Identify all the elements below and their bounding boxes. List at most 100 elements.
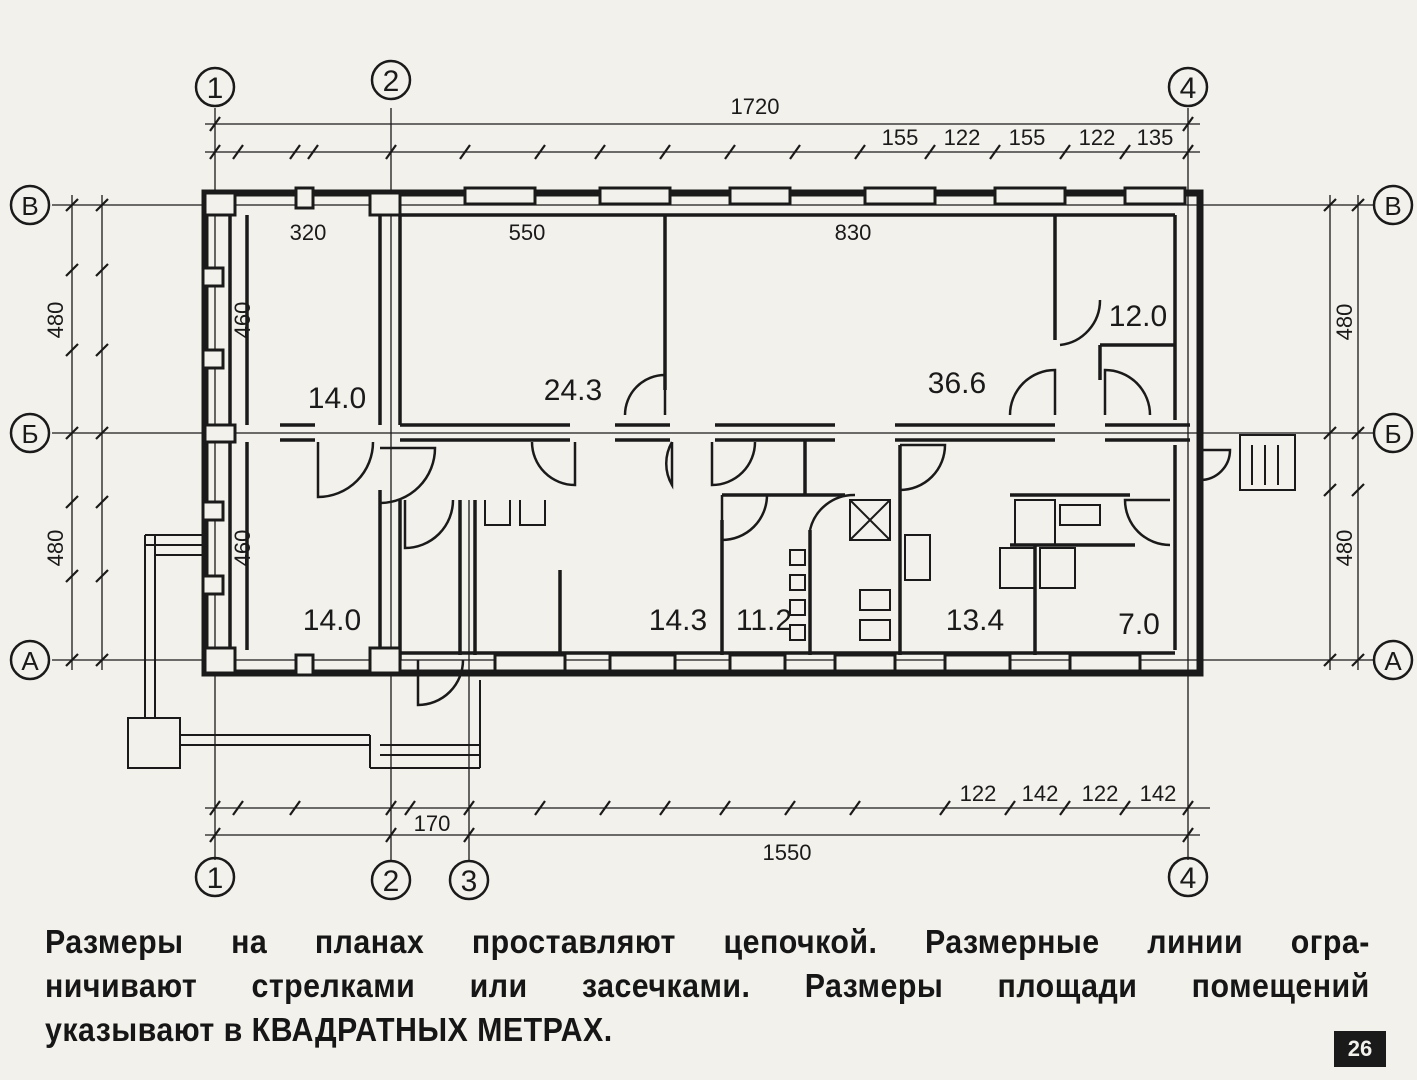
dimension-tick <box>209 800 221 816</box>
dimension-tick <box>65 653 79 667</box>
room-area-labels: 14.0 24.3 36.6 12.0 14.0 14.3 11.2 13.4 … <box>303 300 1167 641</box>
dim-right-480-bottom: 480 <box>1332 530 1357 567</box>
dim-bottom-chain-4: 142 <box>1140 781 1177 806</box>
dim-left-480-top: 480 <box>43 302 68 339</box>
dimension-tick <box>209 116 221 132</box>
axis-marker-left-A: А <box>9 639 51 681</box>
dimension-tick <box>1182 800 1194 816</box>
room-area-4: 12.0 <box>1109 300 1167 333</box>
dimension-tick <box>65 198 79 212</box>
dim-bottom-chain-2: 142 <box>1022 781 1059 806</box>
axis-marker-right-B: Б <box>1372 412 1414 454</box>
dimension-tick <box>1351 198 1365 212</box>
room-area-8: 13.4 <box>946 604 1004 637</box>
dimension-tick <box>599 800 611 816</box>
dimension-tick <box>1059 144 1071 160</box>
dimension-tick <box>924 144 936 160</box>
svg-text:4: 4 <box>1180 72 1197 105</box>
dimension-tick <box>289 144 301 160</box>
axis-marker-bottom-1: 1 <box>194 856 236 898</box>
room-area-2: 24.3 <box>544 374 602 407</box>
floor-plan: 1 2 4 1 2 3 4 В Б А В Б А 1720 155 122 1… <box>9 59 1414 901</box>
dimension-tick <box>459 144 471 160</box>
dimension-tick <box>385 144 397 160</box>
dimension-tick <box>1351 426 1365 440</box>
axis-marker-bottom-3: 3 <box>448 859 490 901</box>
dim-bottom-total: 1550 <box>763 840 812 865</box>
dimension-tick <box>1182 116 1194 132</box>
dimension-tick <box>385 827 397 843</box>
dimension-tick <box>1323 653 1337 667</box>
room-area-1: 14.0 <box>308 382 366 415</box>
dimension-tick <box>95 263 109 277</box>
dim-top-chain-3: 155 <box>1009 125 1046 150</box>
room-area-6: 14.3 <box>649 604 707 637</box>
dimension-tick <box>1323 426 1337 440</box>
dimension-tick <box>209 144 221 160</box>
svg-text:А: А <box>1384 646 1402 676</box>
dimension-tick <box>209 827 221 843</box>
dim-bottom-chain-3: 122 <box>1082 781 1119 806</box>
page-number: 26 <box>1334 1031 1386 1067</box>
axis-marker-bottom-2: 2 <box>370 859 412 901</box>
svg-text:1: 1 <box>207 862 224 895</box>
dimension-tick <box>1119 144 1131 160</box>
dimension-tick <box>385 800 397 816</box>
dimension-tick <box>65 495 79 509</box>
dim-right-480-top: 480 <box>1332 304 1357 341</box>
dimension-tick <box>789 144 801 160</box>
top-dimension-lines <box>71 123 1359 836</box>
axis-marker-top-4: 4 <box>1167 66 1209 108</box>
dimension-tick <box>1119 800 1131 816</box>
dimension-tick <box>95 343 109 357</box>
svg-text:В: В <box>21 191 38 221</box>
dimension-tick <box>854 144 866 160</box>
dimension-tick <box>989 144 1001 160</box>
dim-top-chain-1: 155 <box>882 125 919 150</box>
dimension-tick <box>1351 483 1365 497</box>
dimension-tick <box>95 569 109 583</box>
room-area-9: 7.0 <box>1118 608 1160 641</box>
dimension-tick <box>659 800 671 816</box>
axis-marker-bottom-4: 4 <box>1167 856 1209 898</box>
fixtures <box>484 499 1101 641</box>
dim-top-chain-5: 135 <box>1137 125 1174 150</box>
dimension-tick <box>65 263 79 277</box>
porch-steps <box>127 434 1296 769</box>
axis-lines <box>52 108 1375 860</box>
svg-text:Б: Б <box>1384 419 1401 449</box>
dimension-tick <box>594 144 606 160</box>
svg-text:В: В <box>1384 191 1401 221</box>
dim-top-chain-4: 122 <box>1079 125 1116 150</box>
svg-text:3: 3 <box>461 865 478 898</box>
room-area-5: 14.0 <box>303 604 361 637</box>
dimension-tick <box>463 827 475 843</box>
dimension-tick <box>95 495 109 509</box>
dimension-tick <box>939 800 951 816</box>
dimension-tick <box>65 343 79 357</box>
dimension-tick <box>95 198 109 212</box>
caption-line-3: указывают в КВАДРАТНЫХ МЕТРАХ. <box>45 1011 613 1048</box>
dim-170: 170 <box>414 811 451 836</box>
dim-830: 830 <box>835 220 872 245</box>
dim-550: 550 <box>509 220 546 245</box>
dimension-tick <box>534 800 546 816</box>
dim-left-460-top: 460 <box>230 302 255 339</box>
svg-text:2: 2 <box>383 865 400 898</box>
dimension-tick <box>724 144 736 160</box>
dimension-tick <box>784 800 796 816</box>
dim-bottom-chain-1: 122 <box>960 781 997 806</box>
axis-marker-right-A: А <box>1372 639 1414 681</box>
wall-piers <box>201 186 1187 677</box>
dimension-ticks <box>65 116 1365 843</box>
caption-line-2: ничивают стрелками или засечками. Размер… <box>45 967 1370 1004</box>
axis-marker-top-2: 2 <box>370 59 412 101</box>
dim-left-480-bottom: 480 <box>43 530 68 567</box>
dimension-tick <box>95 653 109 667</box>
caption: Размеры на планах проставляют цепочкой. … <box>45 920 1369 1052</box>
door-swings <box>316 299 1232 707</box>
caption-line-1: Размеры на планах проставляют цепочкой. … <box>45 923 1370 960</box>
room-area-3: 36.6 <box>928 367 986 400</box>
axis-marker-left-B: Б <box>9 412 51 454</box>
dimension-tick <box>65 569 79 583</box>
